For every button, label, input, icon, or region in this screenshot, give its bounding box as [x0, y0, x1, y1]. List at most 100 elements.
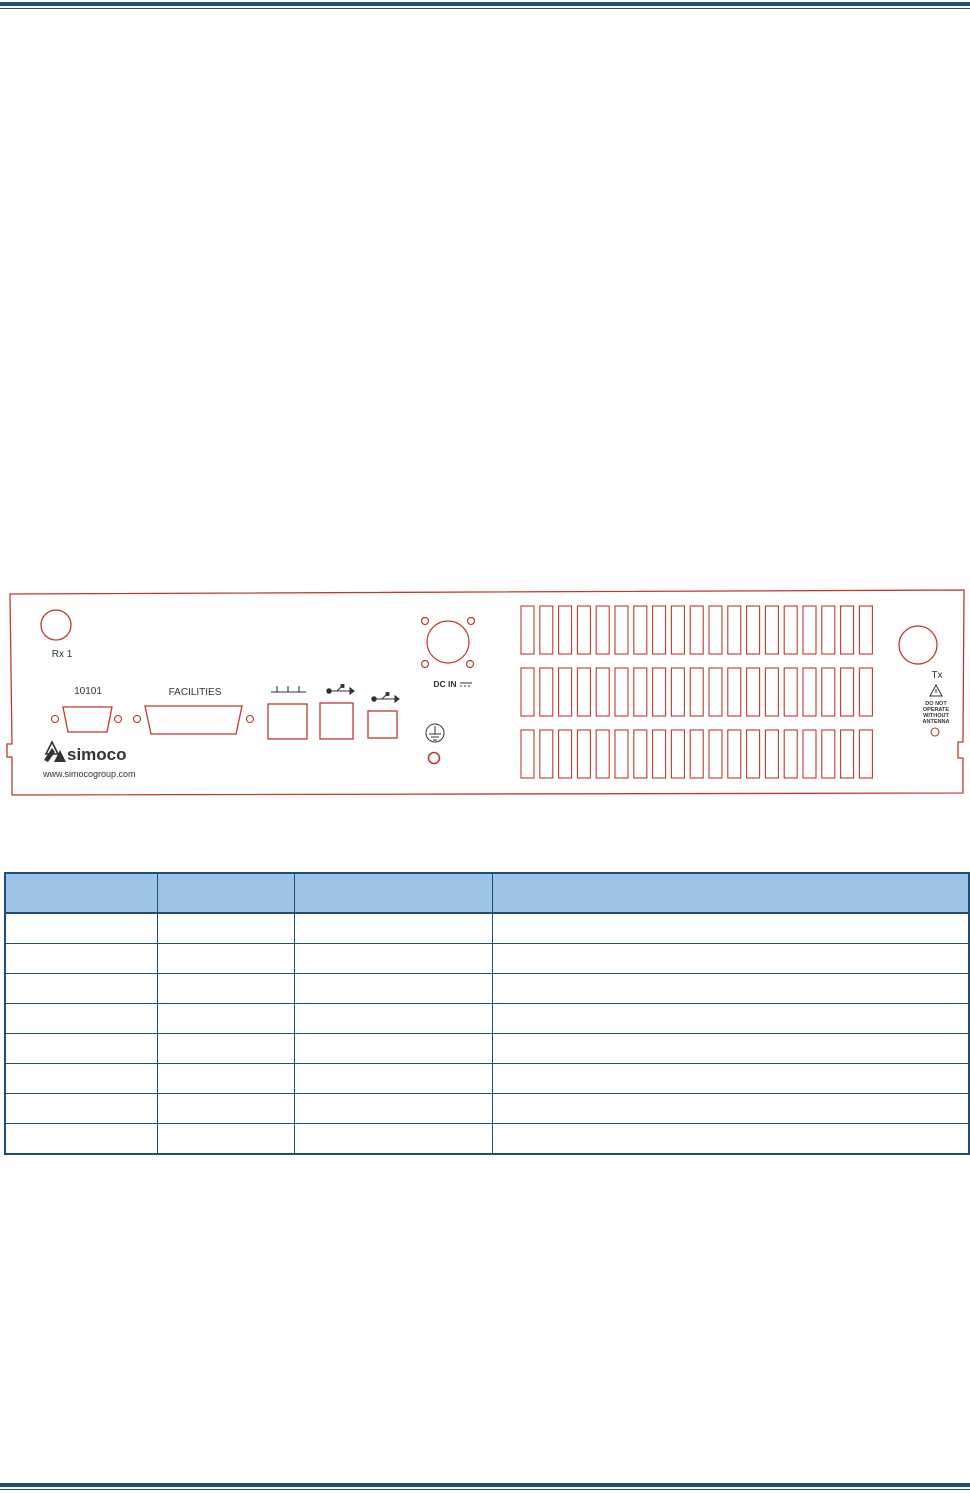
serial-port-connector — [62, 706, 113, 733]
vent-slot — [576, 605, 591, 655]
usb-port-1 — [319, 702, 354, 740]
footer-rule — [0, 1483, 970, 1490]
table-cell — [293, 1063, 493, 1094]
table-cell — [491, 1063, 970, 1094]
header-rule — [0, 2, 970, 9]
header-rule-thin — [0, 8, 970, 9]
table-row — [4, 1063, 970, 1094]
usb-icon — [326, 684, 355, 696]
vent-slot — [633, 605, 648, 655]
warning-line-4: ANTENNA — [923, 719, 950, 725]
table-header-cell — [293, 872, 493, 914]
rear-panel-diagram: Rx 1 10101 FACILITIES — [0, 582, 970, 798]
tx-label: Tx — [931, 670, 942, 681]
vent-slot — [783, 667, 798, 717]
vent-slot — [520, 605, 535, 655]
table-cell — [156, 912, 295, 944]
vent-slot — [558, 729, 573, 779]
usb-port-2 — [367, 710, 398, 739]
table-cell — [156, 943, 295, 974]
network-port — [267, 703, 308, 740]
facilities-port-connector — [144, 705, 243, 735]
vent-slot — [652, 729, 667, 779]
vent-slot — [708, 667, 723, 717]
ground-stud — [427, 751, 441, 765]
table-row — [4, 1033, 970, 1064]
vent-slot — [746, 667, 761, 717]
vent-slot — [764, 605, 779, 655]
vent-slot — [840, 605, 855, 655]
port-10101-label: 10101 — [74, 686, 102, 697]
vent-slot — [858, 729, 873, 779]
table-cell — [293, 943, 493, 974]
vent-slot — [558, 667, 573, 717]
vent-slot — [727, 667, 742, 717]
vent-slot — [689, 729, 704, 779]
table-row — [4, 1123, 970, 1155]
vent-slot — [614, 667, 629, 717]
rx1-connector — [40, 609, 72, 641]
table-cell — [293, 1093, 493, 1124]
vent-slot — [783, 605, 798, 655]
table-cell — [156, 1063, 295, 1094]
table-cell — [4, 1003, 158, 1034]
vent-grille — [520, 605, 873, 779]
vent-slot — [727, 605, 742, 655]
vent-slot — [802, 729, 817, 779]
vent-slot — [539, 605, 554, 655]
vent-slot — [652, 605, 667, 655]
vent-slot — [595, 729, 610, 779]
table-cell — [491, 1123, 970, 1155]
vent-slot — [840, 667, 855, 717]
table-cell — [491, 912, 970, 944]
vent-slot — [539, 729, 554, 779]
simoco-logo-icon — [44, 740, 66, 762]
vent-slot — [708, 605, 723, 655]
rx1-label: Rx 1 — [52, 649, 73, 660]
vent-slot — [670, 605, 685, 655]
vent-slot — [539, 667, 554, 717]
table-cell — [293, 912, 493, 944]
table-cell — [4, 943, 158, 974]
vent-slot — [746, 605, 761, 655]
table-cell — [4, 973, 158, 1004]
table-row — [4, 1003, 970, 1034]
vent-slot — [576, 667, 591, 717]
warning-line-2: OPERATE — [923, 707, 950, 713]
table-header-cell — [491, 872, 970, 914]
tx-indicator — [930, 727, 940, 737]
table-cell — [293, 973, 493, 1004]
table-cell — [293, 1033, 493, 1064]
vent-slot — [858, 605, 873, 655]
warning-line-3: WITHOUT — [923, 713, 949, 719]
footer-rule-thick — [0, 1483, 970, 1487]
table-row — [4, 1093, 970, 1124]
table-cell — [156, 1003, 295, 1034]
vent-slot — [689, 667, 704, 717]
dc-in-label: DC IN — [433, 679, 456, 689]
table-cell — [156, 1033, 295, 1064]
tx-connector — [898, 625, 938, 665]
vent-slot — [558, 605, 573, 655]
table-cell — [156, 1093, 295, 1124]
warning-line-1: DO NOT — [925, 701, 947, 707]
vent-slot — [727, 729, 742, 779]
vent-slot — [670, 667, 685, 717]
brand-name: simoco — [67, 745, 127, 764]
vent-slot — [802, 605, 817, 655]
table-cell — [491, 1093, 970, 1124]
footer-rule-thin — [0, 1489, 970, 1490]
table-row — [4, 973, 970, 1004]
vent-slot — [858, 667, 873, 717]
vent-slot — [708, 729, 723, 779]
vent-slot — [614, 605, 629, 655]
vent-slot — [821, 667, 836, 717]
connector-table — [4, 872, 970, 1155]
vent-slot — [520, 729, 535, 779]
table-row — [4, 912, 970, 944]
table-cell — [4, 1093, 158, 1124]
vent-slot — [614, 729, 629, 779]
vent-slot — [821, 605, 836, 655]
table-cell — [491, 1033, 970, 1064]
facilities-label: FACILITIES — [169, 687, 222, 698]
